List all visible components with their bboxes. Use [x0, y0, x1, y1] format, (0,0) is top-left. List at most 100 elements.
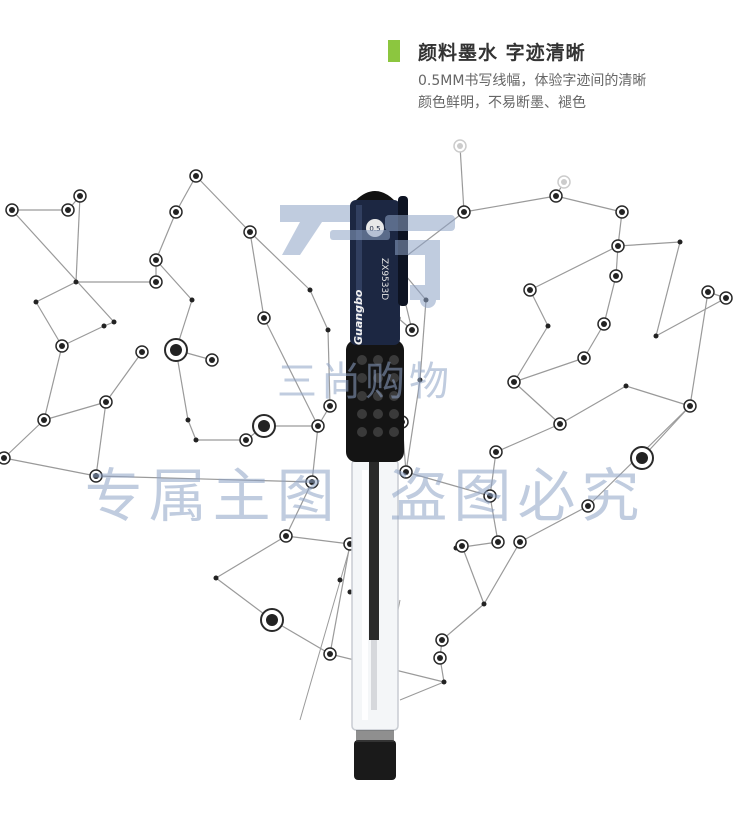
network-line — [75, 195, 81, 283]
network-line — [625, 385, 691, 407]
constellation-network — [0, 139, 733, 721]
network-line — [513, 325, 549, 383]
network-node — [189, 297, 195, 303]
network-line — [513, 381, 561, 425]
network-node-core — [409, 327, 415, 333]
network-node-core — [261, 315, 267, 321]
network-node-core — [103, 399, 109, 405]
network-line — [689, 291, 709, 407]
feature-title: 颜料墨水 字迹清晰 — [418, 42, 586, 64]
network-line — [187, 419, 197, 441]
network-node-core — [511, 379, 517, 385]
size-badge-text: 0.5 — [369, 225, 380, 233]
network-node — [33, 299, 39, 305]
network-line — [61, 325, 105, 347]
network-line — [43, 401, 107, 421]
network-line — [329, 543, 351, 655]
network-line — [513, 357, 585, 383]
network-node-core — [561, 179, 567, 185]
network-line — [555, 195, 623, 213]
network-node-core — [193, 173, 199, 179]
network-line — [405, 471, 491, 497]
pen-brand-text: Guangbo — [352, 289, 365, 345]
network-line — [655, 297, 727, 337]
network-node-core — [9, 207, 15, 213]
refill-tail — [371, 640, 377, 710]
network-node-core — [327, 651, 333, 657]
network-node — [307, 287, 313, 293]
network-node-core — [247, 229, 253, 235]
network-node-core — [457, 143, 463, 149]
network-node — [193, 437, 199, 443]
network-node-core — [585, 503, 591, 509]
network-line — [489, 451, 497, 497]
network-node-core — [517, 539, 523, 545]
network-line — [309, 289, 329, 331]
network-node — [441, 679, 447, 685]
network-line — [105, 351, 143, 403]
network-line — [399, 681, 445, 701]
network-node — [337, 577, 343, 583]
network-line — [311, 425, 319, 483]
network-node-core — [553, 193, 559, 199]
cap-highlight — [356, 205, 362, 340]
plug-ring — [356, 730, 394, 742]
network-line — [299, 539, 353, 721]
network-node-core — [209, 357, 215, 363]
network-node-core — [65, 207, 71, 213]
network-line — [249, 231, 311, 291]
watermark-logo — [280, 205, 455, 308]
network-node-core — [601, 321, 607, 327]
network-line — [3, 457, 97, 477]
network-node — [417, 377, 423, 383]
network-line — [419, 299, 427, 381]
network-node-core — [403, 469, 409, 475]
network-node — [653, 333, 659, 339]
network-node-core — [487, 493, 493, 499]
network-node-core — [461, 209, 467, 215]
network-node — [545, 323, 551, 329]
network-node-core — [170, 344, 182, 356]
network-node-core — [527, 287, 533, 293]
network-node-core — [93, 473, 99, 479]
ink-refill — [369, 440, 379, 640]
network-node-core — [59, 343, 65, 349]
network-line — [495, 423, 561, 453]
network-line — [249, 231, 265, 319]
network-line — [35, 301, 63, 347]
network-line — [155, 259, 193, 301]
network-line — [559, 385, 627, 425]
barrel-highlight — [362, 470, 368, 720]
network-node — [325, 327, 331, 333]
network-line — [603, 275, 617, 325]
network-line — [655, 241, 681, 337]
network-node-core — [327, 403, 333, 409]
network-line — [519, 505, 589, 543]
network-line — [463, 195, 557, 213]
network-node-core — [723, 295, 729, 301]
network-line — [461, 545, 485, 605]
network-node-core — [615, 243, 621, 249]
network-node-core — [1, 455, 7, 461]
network-line — [483, 541, 521, 605]
network-node-core — [459, 543, 465, 549]
network-line — [405, 379, 421, 473]
network-node-core — [283, 533, 289, 539]
network-node-core — [266, 614, 278, 626]
network-node-core — [173, 209, 179, 215]
network-node-core — [687, 403, 693, 409]
network-node-core — [437, 655, 443, 661]
network-node-core — [636, 452, 648, 464]
network-node — [623, 383, 629, 389]
pen-model-text: ZX9533D — [379, 258, 389, 300]
network-node-core — [619, 209, 625, 215]
network-line — [155, 211, 177, 261]
network-node-core — [309, 479, 315, 485]
cap-top — [356, 191, 394, 200]
network-line — [489, 495, 499, 543]
network-line — [35, 281, 77, 303]
network-node-core — [139, 349, 145, 355]
network-node — [481, 601, 487, 607]
feature-description-line-1: 0.5MM书写线幅，体验字迹间的清晰 — [418, 73, 647, 89]
